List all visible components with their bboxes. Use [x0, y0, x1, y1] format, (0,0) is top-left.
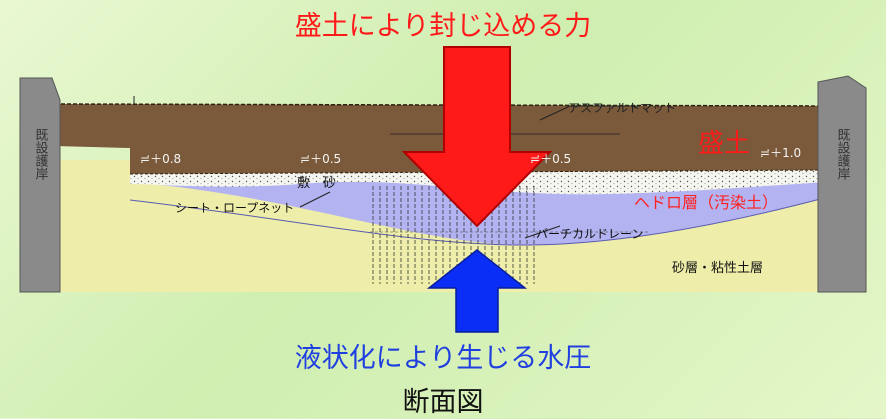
left-wall-label: 既設護岸: [33, 128, 49, 180]
vertical-drain-label: バーチカルドレーン: [536, 227, 643, 241]
up-pressure-arrow: [426, 249, 528, 333]
elevation-label-1: ≓＋0.8: [140, 152, 181, 166]
elevation-label-3: ≓＋0.5: [530, 152, 571, 166]
sheet-net-label: シート・ロープネット: [175, 201, 294, 215]
elevation-label-2: ≓＋0.5: [300, 152, 341, 166]
asphalt-mat-label: アスファルトマット: [568, 101, 676, 115]
cross-section-caption: 断面図: [402, 387, 484, 418]
left-seawall: [19, 77, 61, 293]
liquefaction-pressure-label: 液状化により生じる水圧: [294, 343, 592, 374]
sand-clay-label: 砂層・粘性土層: [672, 261, 763, 276]
elevation-label-4: ≓＋1.0: [760, 146, 801, 160]
right-wall-label: 既設護岸: [835, 128, 851, 180]
sand-bed-label: 敷 砂: [297, 176, 336, 191]
down-force-arrow: [401, 46, 553, 228]
fill-layer: [55, 104, 830, 174]
confining-force-label: 盛土により封じ込める力: [294, 11, 592, 42]
fill-label: 盛土: [698, 129, 750, 159]
right-seawall: [817, 75, 867, 293]
sludge-label: ヘドロ層（汚染土）: [634, 193, 778, 212]
